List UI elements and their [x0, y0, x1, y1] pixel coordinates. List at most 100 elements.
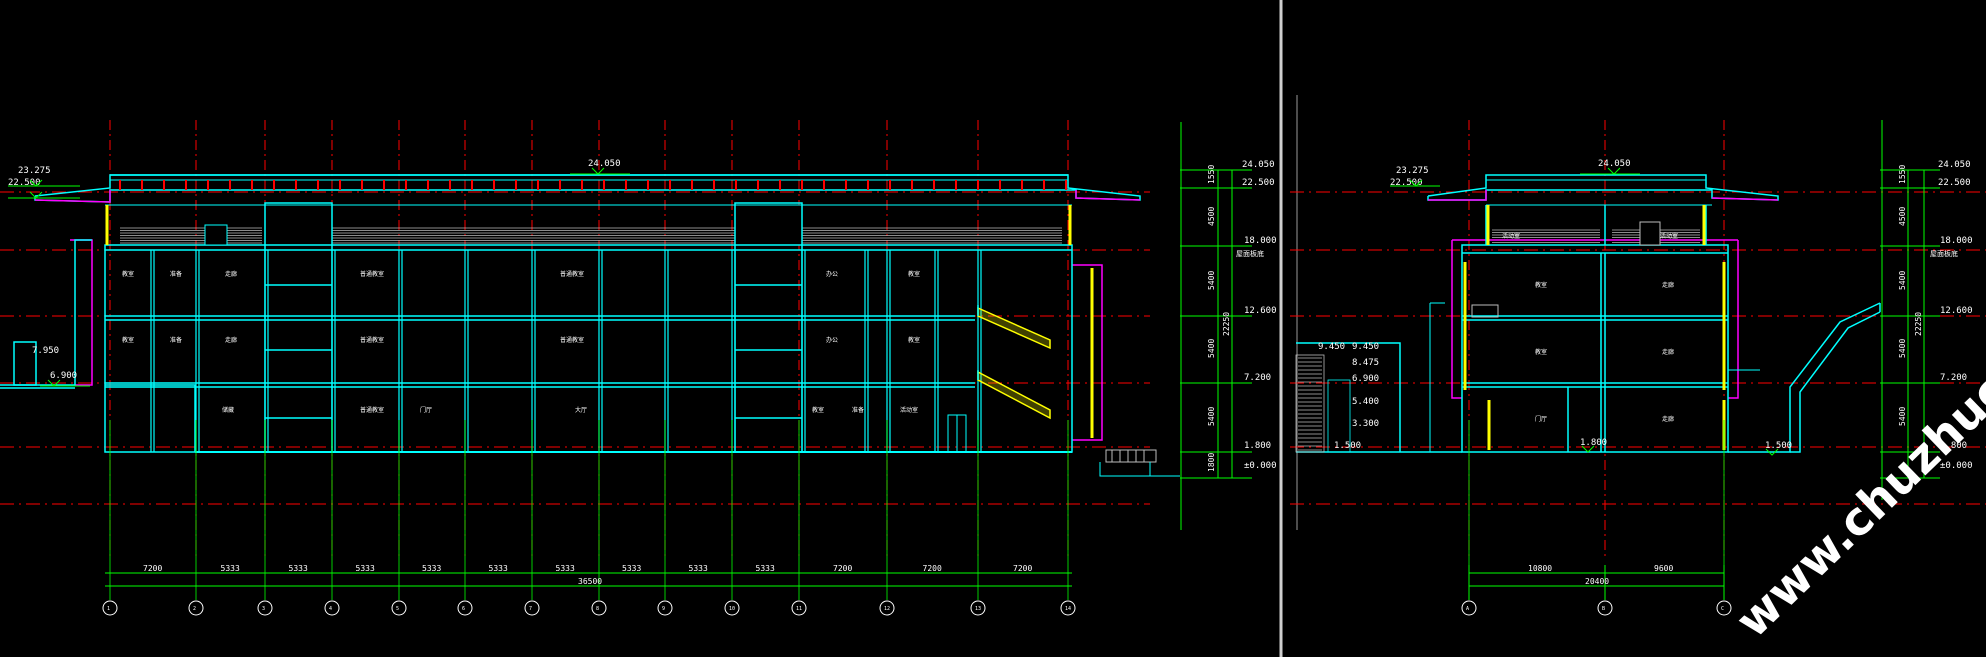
cross-axis-lines [1468, 120, 1725, 560]
long-building [0, 202, 1073, 453]
cross-magenta [1428, 190, 1779, 399]
axis-label: A [1466, 606, 1469, 612]
room-label: 教室 [908, 270, 920, 278]
cross-section: 活动室 活动室 教室 走廊 教室 走廊 门厅 走廊 23.275 22.500 … [1290, 120, 1986, 616]
axis-label: 9 [662, 606, 665, 612]
room-label: 教室 [812, 406, 824, 414]
elevation-label: 22.500 [8, 178, 41, 188]
vertical-dimension: 4500 [1898, 207, 1907, 226]
axis-label: 6 [462, 606, 465, 612]
axis-label: 14 [1065, 606, 1071, 612]
elevation-label: 24.050 [1242, 160, 1275, 170]
elevation-label: 24.050 [1938, 160, 1971, 170]
elevation-label: 9.450 [1352, 342, 1379, 352]
axis-label: C [1721, 606, 1724, 612]
room-label: 准备 [170, 336, 182, 344]
roof-top-elevation: 24.050 [1598, 159, 1631, 169]
axis-bubble [791, 600, 807, 616]
axis-label: 5 [396, 606, 399, 612]
elevation-label: ±0.000 [1244, 461, 1277, 471]
vertical-dimension-total: 22250 [1222, 312, 1231, 336]
vertical-dimension-total: 22250 [1914, 312, 1923, 336]
floor-note: 屋面板底 [1236, 249, 1264, 258]
axis-bubble [970, 600, 986, 616]
axis-bubble [391, 600, 407, 616]
room-label: 普通教室 [560, 270, 584, 278]
elevation-label: 1.800 [1580, 438, 1607, 448]
elevation-label: 12.600 [1244, 306, 1277, 316]
cross-building [1296, 205, 1881, 453]
elevation-label: 7.200 [1244, 373, 1271, 383]
cross-yellow-columns [1463, 205, 1726, 450]
elevation-label: 18.000 [1940, 236, 1973, 246]
bay-dimension: 5333 [756, 564, 775, 573]
elevation-label: 5.400 [1352, 397, 1379, 407]
elevation-label: 22.500 [1242, 178, 1275, 188]
elevation-label: 23.275 [18, 166, 51, 176]
cross-left-stair [1295, 354, 1351, 453]
attic-shaft [734, 204, 803, 246]
axis-label: 1 [107, 606, 110, 612]
elevation-label: ±0.000 [1940, 461, 1973, 471]
long-roof-magenta [34, 190, 1141, 441]
room-label: 办公 [826, 270, 838, 278]
vertical-dimension: 5400 [1898, 271, 1907, 290]
axis-bubble [102, 600, 118, 616]
vertical-dimension: 1800 [1207, 453, 1216, 472]
axis-bubble [324, 600, 340, 616]
bay-dimension: 5333 [622, 564, 641, 573]
cross-right-dims [1880, 120, 1940, 500]
long-elev-markers [8, 167, 630, 387]
axis-label: 4 [329, 606, 332, 612]
elevation-label: 7.950 [32, 346, 59, 356]
cross-axis-bubbles: A B C [1461, 600, 1732, 616]
stair-landing [1327, 379, 1351, 453]
room-label: 大厅 [575, 406, 587, 414]
room-label: 普通教室 [360, 270, 384, 278]
room-label: 活动室 [1502, 232, 1520, 240]
elevation-label: 6.900 [1352, 374, 1379, 384]
axis-bubble [1060, 600, 1076, 616]
room-label: 储藏 [222, 406, 234, 414]
cross-attic-opening [1639, 221, 1661, 246]
long-roof [34, 174, 1141, 206]
elevation-label: 23.275 [1396, 166, 1429, 176]
attic-shaft [264, 204, 333, 246]
total-dimension: 36500 [578, 577, 602, 586]
axis-bubble [591, 600, 607, 616]
bay-dimension: 5333 [489, 564, 508, 573]
long-axis-lines [109, 120, 1069, 560]
room-label: 门厅 [1535, 415, 1547, 423]
bay-dimension: 5333 [356, 564, 375, 573]
room-label: 走廊 [1662, 415, 1674, 423]
cross-bottom-dims [1468, 420, 1725, 600]
long-rafter-ticks [119, 180, 1067, 190]
cross-left-elevations: 23.275 22.500 24.050 9.450 9.450 8.475 6… [1318, 159, 1792, 451]
axis-bubble [879, 600, 895, 616]
long-room-labels: 教室准备走廊普通教室普通教室办公教室教室准备走廊普通教室普通教室办公教室储藏普通… [122, 270, 920, 414]
vertical-dimension: 5400 [1207, 407, 1216, 426]
axis-bubble [188, 600, 204, 616]
room-label: 教室 [1535, 348, 1547, 356]
long-left-elevations: 23.275 22.500 7.950 6.900 24.050 [8, 159, 621, 381]
vertical-dimension: 1550 [1898, 165, 1907, 184]
cross-right-vertical-dim-text: 1550 4500 5400 5400 5400 22250 [1898, 165, 1923, 426]
elevation-label: 8.475 [1352, 358, 1379, 368]
long-louvers [120, 204, 1062, 246]
elevation-label: 1.800 [1940, 441, 1967, 451]
axis-label: 10 [729, 606, 735, 612]
vertical-dimension: 4500 [1207, 207, 1216, 226]
cross-room-labels: 活动室 活动室 教室 走廊 教室 走廊 门厅 走廊 [1502, 232, 1678, 423]
elevation-label: 1.800 [1244, 441, 1271, 451]
axis-bubble [657, 600, 673, 616]
long-right-vertical-dim-text: 1550 4500 5400 5400 5400 1800 22250 [1207, 165, 1231, 472]
elevation-label: 22.500 [1390, 178, 1423, 188]
bay-dimension: 5333 [422, 564, 441, 573]
long-door [947, 414, 967, 453]
axis-label: 8 [596, 606, 599, 612]
elevation-label: 22.500 [1938, 178, 1971, 188]
bay-dimension: 7200 [923, 564, 942, 573]
